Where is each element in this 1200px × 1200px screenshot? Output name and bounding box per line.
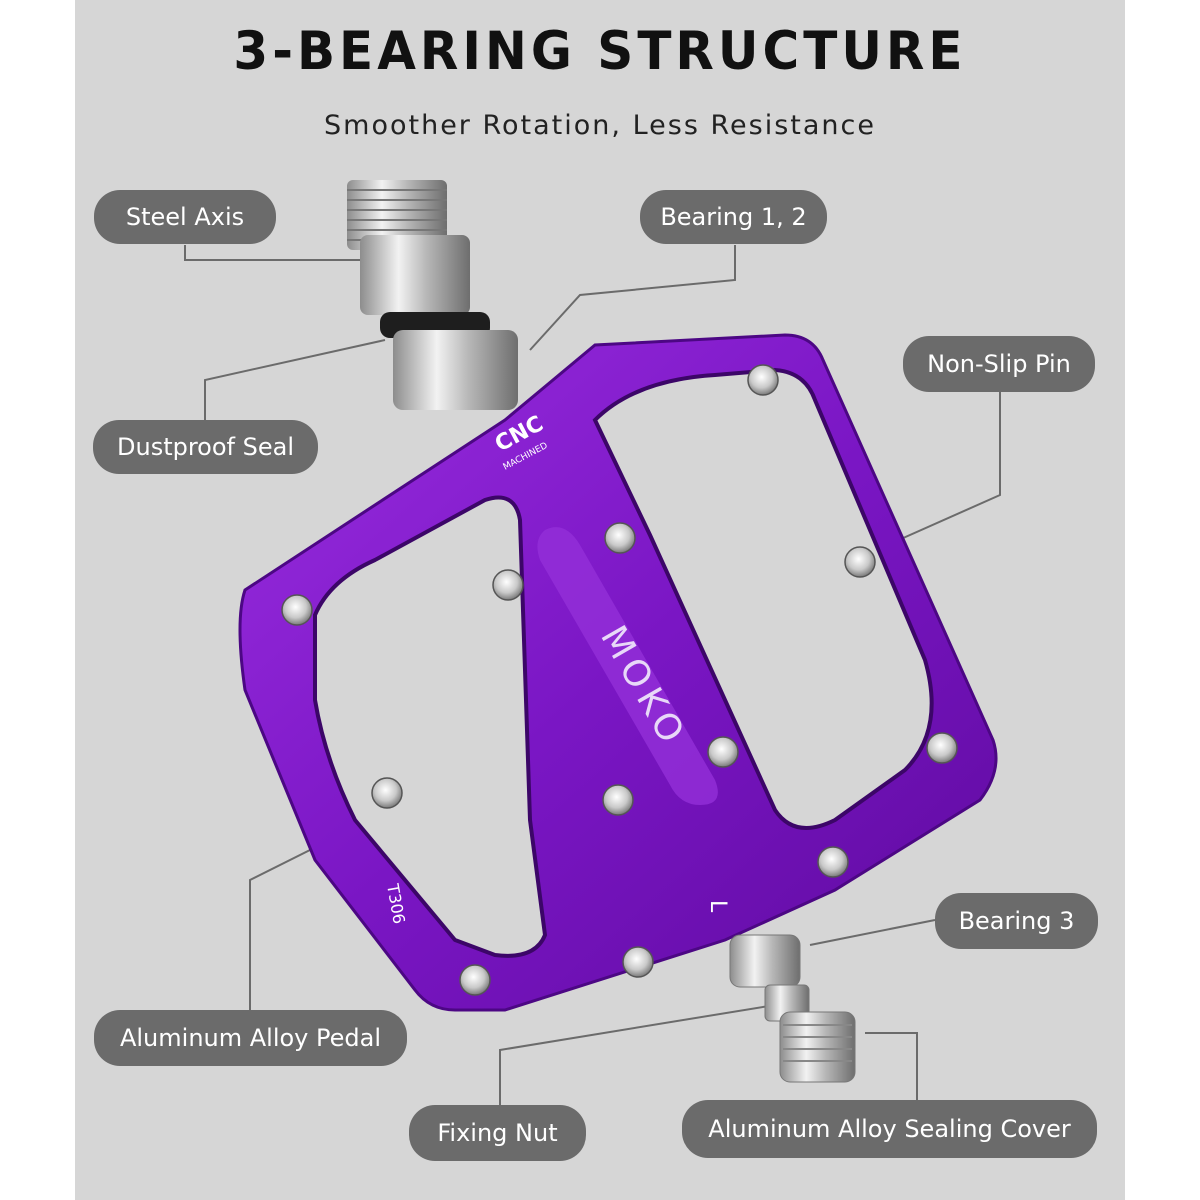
label-fixing-nut: Fixing Nut — [409, 1105, 586, 1161]
bearing-3-part — [729, 934, 801, 988]
label-aluminum-alloy-pedal: Aluminum Alloy Pedal — [94, 1010, 407, 1066]
page-subtitle: Smoother Rotation, Less Resistance — [324, 110, 876, 141]
product-panel: 3-BEARING STRUCTURE Smoother Rotation, L… — [75, 0, 1125, 1200]
leader-lines — [184, 245, 1001, 1105]
aluminum-alloy-pedal: CNC MACHINED MOKO L T306 — [238, 333, 998, 1012]
label-bearing-3: Bearing 3 — [935, 893, 1098, 949]
label-steel-axis: Steel Axis — [94, 190, 276, 244]
steel-axis — [347, 180, 518, 410]
page-title: 3-BEARING STRUCTURE — [233, 20, 967, 82]
side-mark: L — [705, 900, 730, 913]
pedal-illustration: CNC MACHINED MOKO L T306 — [184, 180, 1001, 1105]
label-dustproof-seal: Dustproof Seal — [93, 420, 318, 474]
label-bearing-1-2: Bearing 1, 2 — [640, 190, 827, 244]
non-slip-pins — [281, 364, 958, 996]
label-aluminum-alloy-sealing-cover: Aluminum Alloy Sealing Cover — [682, 1100, 1097, 1158]
sealing-cover-part — [779, 1011, 856, 1083]
label-non-slip-pin: Non-Slip Pin — [903, 336, 1095, 392]
